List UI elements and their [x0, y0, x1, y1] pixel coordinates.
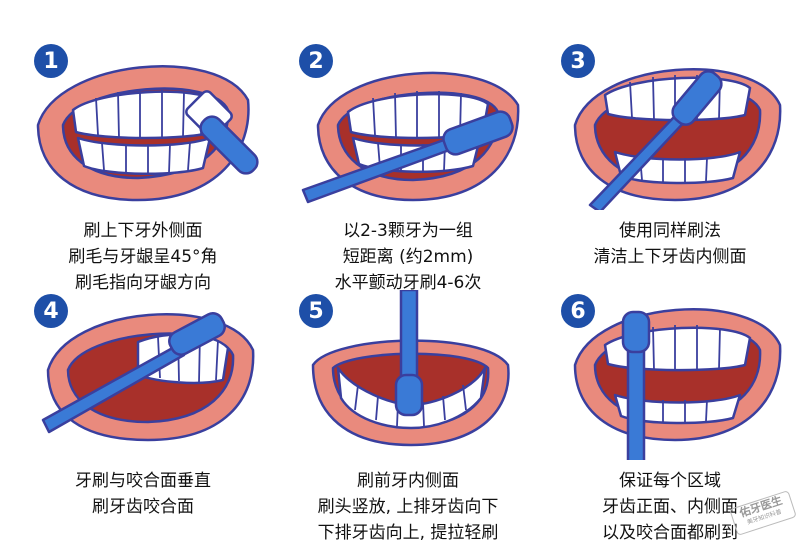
step-4-panel: 4 牙刷与咬合面垂直 刷牙齿咬合面: [18, 290, 268, 550]
step-5-caption: 刷前牙内侧面 刷头竖放, 上排牙齿向下 下排牙齿向上, 提拉轻刷: [283, 468, 533, 546]
step-6-panel: 6 保证每个区域 牙齿正面、内侧面 以及咬合面都刷到: [545, 290, 795, 550]
step-1-illustration: [36, 65, 259, 202]
caption-line: 刷上下牙外侧面: [83, 221, 203, 241]
step-3-caption: 使用同样刷法 清洁上下牙齿内侧面: [545, 218, 795, 270]
step-number-badge: 4: [34, 294, 68, 328]
caption-line: 保证每个区域: [619, 471, 721, 491]
step-number-badge: 3: [561, 44, 595, 78]
caption-line: 刷毛与牙龈呈45°角: [68, 247, 218, 267]
step-6-illustration: [573, 308, 782, 460]
caption-line: 刷毛指向牙龈方向: [75, 273, 211, 293]
step-number-badge: 6: [561, 294, 595, 328]
caption-line: 以2-3颗牙为一组: [343, 221, 473, 241]
caption-line: 牙齿正面、内侧面: [602, 497, 738, 517]
caption-line: 使用同样刷法: [619, 221, 721, 241]
brushing-guide: 1 刷上下牙外侧面 刷毛与牙龈呈45°角 刷毛指向牙龈方向 2: [18, 40, 797, 543]
step-4-caption: 牙刷与咬合面垂直 刷牙齿咬合面: [18, 468, 268, 520]
step-3-illustration: [573, 68, 782, 210]
step-3-panel: 3 使用同样刷法 清洁上下牙齿内侧面: [545, 40, 795, 300]
caption-line: 下排牙齿向上, 提拉轻刷: [317, 523, 499, 543]
caption-line: 水平颤动牙刷4-6次: [334, 273, 482, 293]
step-2-illustration: [301, 71, 520, 204]
step-number-badge: 1: [34, 44, 68, 78]
step-5-panel: 5 刷前牙内侧面 刷头竖放, 上排牙齿向下 下排牙齿向上, 提拉轻刷: [283, 290, 533, 550]
caption-line: 刷头竖放, 上排牙齿向下: [317, 497, 499, 517]
caption-line: 清洁上下牙齿内侧面: [593, 247, 747, 267]
caption-line: 牙刷与咬合面垂直: [75, 471, 211, 491]
caption-line: 刷前牙内侧面: [357, 471, 459, 491]
step-number-badge: 2: [299, 44, 333, 78]
step-1-panel: 1 刷上下牙外侧面 刷毛与牙龈呈45°角 刷毛指向牙龈方向: [18, 40, 268, 300]
step-1-caption: 刷上下牙外侧面 刷毛与牙龈呈45°角 刷毛指向牙龈方向: [18, 218, 268, 296]
step-4-illustration: [41, 312, 255, 442]
caption-line: 刷牙齿咬合面: [92, 497, 194, 517]
caption-line: 短距离 (约2mm): [342, 247, 474, 267]
step-2-panel: 2 以2-3颗牙为一组 短距离 (约2mm) 水平颤动牙刷4-6次: [283, 40, 533, 300]
step-2-caption: 以2-3颗牙为一组 短距离 (约2mm) 水平颤动牙刷4-6次: [283, 218, 533, 296]
step-5-illustration: [311, 290, 510, 447]
step-number-badge: 5: [299, 294, 333, 328]
